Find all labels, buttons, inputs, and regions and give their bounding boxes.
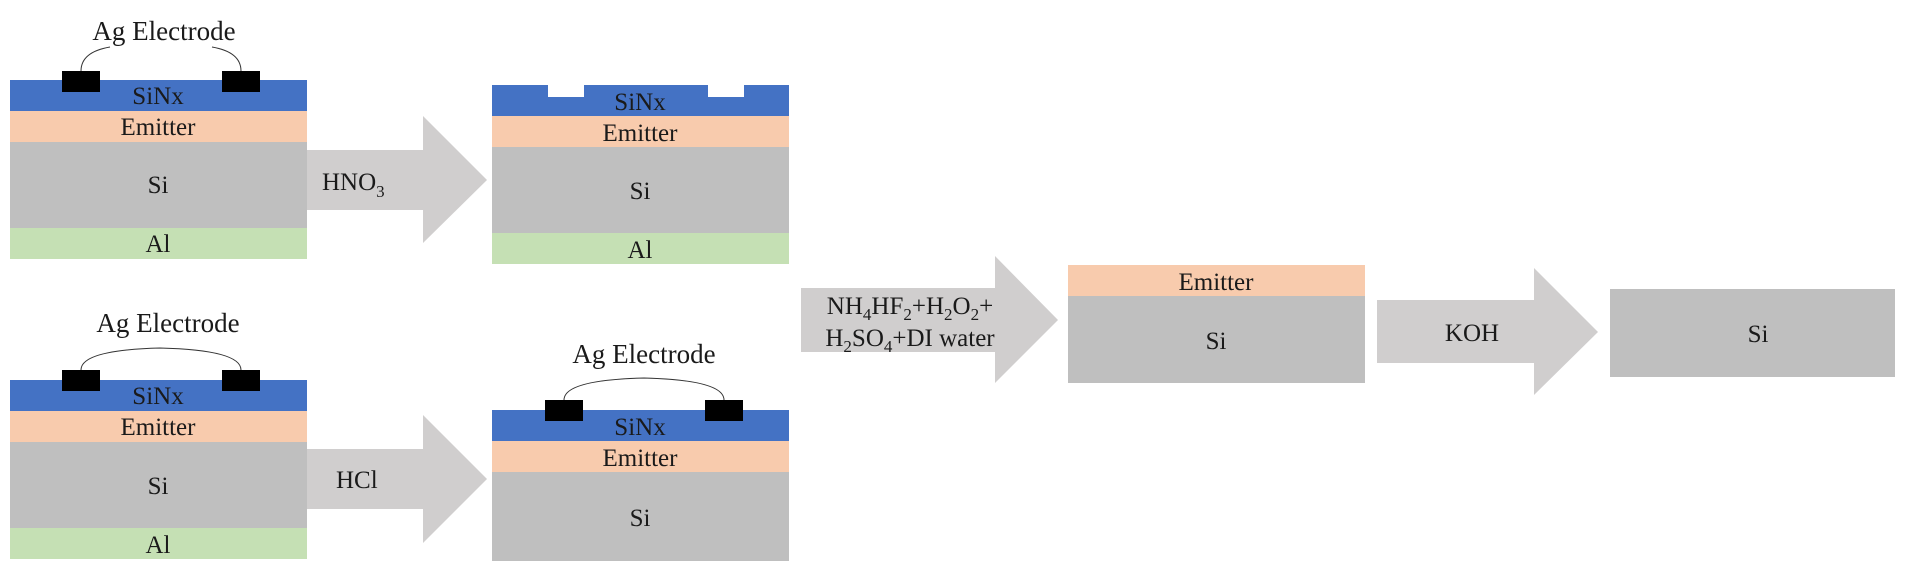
formula-text: +H [912,293,944,320]
si-layer [10,442,307,528]
formula-text: + [979,293,993,320]
emitter-layer [492,441,789,472]
emitter-label: Emitter [121,414,197,441]
formula-subscript: 4 [884,337,893,356]
sinx-label: SiNx [132,383,184,410]
hno3-label: HNO3 [322,169,385,201]
ag-electrode-label: Ag Electrode [96,308,239,338]
al-layer [10,528,307,559]
acid-mix-label-line1: NH4HF2+H2O2+ [827,293,993,324]
stack-after-hcl: Ag Electrode SiNx Emitter Si [492,339,789,561]
formula-text: NH [827,293,863,320]
emitter-label: Emitter [121,114,197,141]
stack-si-only: Si [1610,289,1895,377]
ag-electrode [545,400,583,421]
arrow-hcl: HCl [307,415,487,543]
emitter-layer [1068,265,1365,296]
electrode-bracket [563,377,725,401]
emitter-label: Emitter [603,445,679,472]
emitter-layer [492,116,789,147]
formula-subscript: 2 [903,305,912,324]
ag-electrode-label: Ag Electrode [572,339,715,369]
al-label: Al [146,231,171,258]
si-label: Si [148,172,169,199]
ag-electrode [705,400,743,421]
process-arrow [307,116,487,243]
sinx-label: SiNx [614,89,666,116]
formula-text: H [825,325,843,352]
si-label: Si [1206,328,1227,355]
process-arrow [801,256,1058,383]
al-label: Al [628,237,653,264]
ag-electrode [62,71,100,92]
si-label: Si [630,178,651,205]
emitter-layer [10,111,307,142]
stack-initial-bottom: Ag Electrode SiNx Emitter Si Al [10,308,307,559]
arrow-koh: KOH [1377,268,1598,395]
ag-electrode [62,370,100,391]
stack-after-hno3: SiNx Emitter Si Al [492,85,789,264]
electrode-bracket [80,347,242,371]
emitter-label: Emitter [603,120,679,147]
electrode-bracket [80,46,242,72]
al-layer [492,233,789,264]
si-layer [1610,289,1895,377]
formula-subscript: 2 [843,337,852,356]
emitter-label: Emitter [1179,269,1255,296]
emitter-layer [10,411,307,442]
stack-emitter-si: Emitter Si [1068,265,1365,383]
sinx-label: SiNx [132,83,184,110]
si-layer [10,142,307,228]
si-layer [1068,296,1365,383]
formula-text: HF [871,293,903,320]
si-label: Si [1748,321,1769,348]
formula-subscript: 4 [863,305,872,324]
process-arrow [307,415,487,543]
si-layer [492,147,789,233]
process-arrow [1377,268,1598,395]
acid-mix-label-line2: H2SO4+DI water [825,325,995,356]
ag-electrode-label: Ag Electrode [92,16,235,46]
si-layer [492,472,789,561]
si-label: Si [148,473,169,500]
stack-initial-top: Ag Electrode SiNx Emitter Si Al [10,16,307,259]
formula-text: O [953,293,971,320]
formula-subscript: 2 [944,305,953,324]
al-label: Al [146,532,171,559]
ag-electrode [222,370,260,391]
sinx-layer-etched [492,85,789,116]
hcl-label: HCl [336,467,378,494]
formula-subscript: 2 [971,305,980,324]
arrow-acid-mix: NH4HF2+H2O2+ H2SO4+DI water [801,256,1058,383]
ag-electrode [222,71,260,92]
arrow-hno3: HNO3 [307,116,487,243]
formula-text: +DI water [892,325,995,352]
formula-text: SO [852,325,884,352]
si-label: Si [630,505,651,532]
sinx-label: SiNx [614,414,666,441]
koh-label: KOH [1445,320,1499,347]
al-layer [10,228,307,259]
